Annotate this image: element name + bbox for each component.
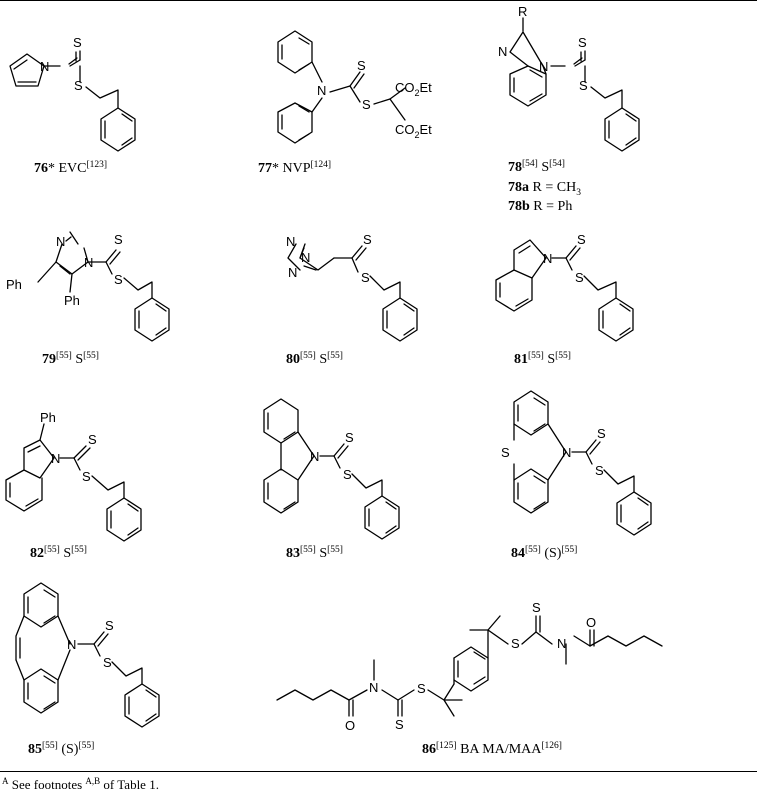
atom-S: S xyxy=(417,681,426,696)
caption-80: 80[55] S[55] xyxy=(286,351,343,367)
atom-S: S xyxy=(103,655,112,670)
structure-78 xyxy=(509,17,640,152)
atom-S: S xyxy=(73,35,82,50)
atom-N: N xyxy=(51,451,60,466)
caption-76: 76* EVC[123] xyxy=(34,160,108,176)
variant-78b: 78b R = Ph xyxy=(508,199,573,214)
atom-S: S xyxy=(595,463,604,478)
structure-81 xyxy=(495,239,634,342)
structure-85 xyxy=(15,582,160,728)
atom-S: S xyxy=(114,232,123,247)
caption-86: 86[125] BA MA/MAA[126] xyxy=(422,741,562,757)
atom-S: S xyxy=(363,232,372,247)
atom-O: O xyxy=(345,718,355,733)
atom-S: S xyxy=(88,432,97,447)
atom-S: S xyxy=(362,97,371,112)
atom-N: N xyxy=(557,636,566,651)
atom-S: S xyxy=(511,636,520,651)
atom-Ph: Ph xyxy=(64,293,80,308)
caption-83: 83[55] S[55] xyxy=(286,545,343,561)
atom-S: S xyxy=(114,272,123,287)
atom-N: N xyxy=(286,234,295,249)
atom-S: S xyxy=(575,270,584,285)
atom-N: N xyxy=(369,680,378,695)
atom-S: S xyxy=(357,58,366,73)
caption-84: 84[55] (S)[55] xyxy=(511,545,578,561)
atom-S: S xyxy=(578,35,587,50)
atom-N: N xyxy=(317,83,326,98)
structure-83 xyxy=(263,398,400,540)
atom-S: S xyxy=(105,618,114,633)
structure-80 xyxy=(287,243,418,342)
caption-85: 85[55] (S)[55] xyxy=(28,741,95,757)
atom-S: S xyxy=(579,78,588,93)
svg-text:CO2Et: CO2Et xyxy=(395,122,432,140)
atom-S: S xyxy=(343,467,352,482)
atom-S: S xyxy=(345,430,354,445)
atom-N: N xyxy=(67,637,76,652)
caption-81: 81[55] S[55] xyxy=(514,351,571,367)
atom-N: N xyxy=(562,445,571,460)
atom-S: S xyxy=(82,469,91,484)
structure-77 xyxy=(277,30,406,144)
atom-S: S xyxy=(361,270,370,285)
atom-N: N xyxy=(498,44,507,59)
caption-77: 77* NVP[124] xyxy=(258,160,332,176)
atom-labels: N S S N S S CO2Et CO2Et R N N S S N N Ph… xyxy=(6,4,606,733)
structure-86 xyxy=(276,615,663,717)
atom-N: N xyxy=(56,234,65,249)
bottom-rule xyxy=(0,771,757,772)
footnote: A See footnotes A,B of Table 1. xyxy=(2,776,159,793)
atom-N: N xyxy=(40,59,49,74)
atom-O: O xyxy=(586,615,596,630)
atom-S: S xyxy=(501,445,510,460)
atom-S: S xyxy=(577,232,586,247)
caption-78: 78[54] S[54] xyxy=(508,159,565,175)
atom-S: S xyxy=(597,426,606,441)
caption-82: 82[55] S[55] xyxy=(30,545,87,561)
atom-S: S xyxy=(74,78,83,93)
structure-82 xyxy=(5,423,142,542)
atom-N: N xyxy=(543,251,552,266)
structure-79 xyxy=(37,231,170,342)
svg-text:CO2Et: CO2Et xyxy=(395,80,432,98)
atom-S: S xyxy=(395,717,404,732)
atom-N: N xyxy=(539,59,548,74)
caption-79: 79[55] S[55] xyxy=(42,351,99,367)
top-rule xyxy=(0,0,757,1)
variant-78a: 78a R = CH3 xyxy=(508,180,581,198)
structure-84 xyxy=(513,390,652,536)
atom-N: N xyxy=(301,250,310,265)
atom-Ph: Ph xyxy=(40,410,56,425)
atom-N: N xyxy=(84,255,93,270)
atom-N: N xyxy=(288,265,297,280)
structure-76 xyxy=(9,50,136,152)
atom-Ph: Ph xyxy=(6,277,22,292)
atom-N: N xyxy=(310,449,319,464)
atom-R: R xyxy=(518,4,527,19)
atom-S: S xyxy=(532,600,541,615)
